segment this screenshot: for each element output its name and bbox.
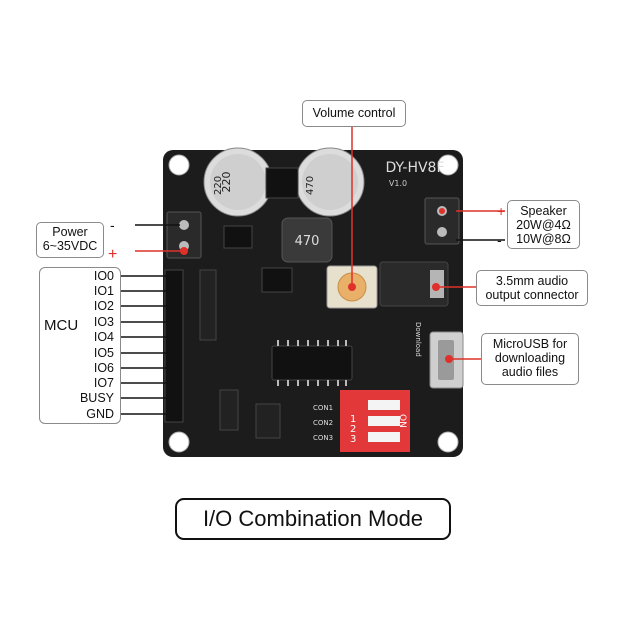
board-version: V1.0	[389, 179, 407, 188]
cap-left-value: 220	[213, 176, 224, 195]
capacitor-right	[295, 147, 365, 217]
mcu-label: MCU	[44, 317, 79, 334]
power-callout: Power 6~35VDC	[36, 222, 104, 258]
power-minus-sign: -	[110, 217, 115, 233]
pin-label-io4: IO4	[93, 330, 114, 344]
speaker-label-line2: 20W@4Ω	[516, 218, 571, 232]
audio-label-line2: output connector	[485, 288, 579, 302]
pin-label-busy: BUSY	[79, 391, 114, 405]
microusb-callout: MicroUSB for downloading audio files	[481, 333, 579, 385]
pin-label-io3: IO3	[93, 315, 114, 329]
main-ic	[271, 345, 353, 381]
download-label: Download	[414, 322, 422, 357]
pin-label-gnd: GND	[86, 407, 114, 421]
dip-number-3: 3	[350, 434, 356, 445]
usb-label-line3: audio files	[501, 365, 559, 379]
speaker-callout: Speaker 20W@4Ω 10W@8Ω	[507, 200, 580, 249]
usb-label-line1: MicroUSB for	[492, 337, 568, 351]
cap-left-text-1: 220	[220, 172, 233, 193]
board-model: DY-HV8F	[385, 160, 444, 176]
volume-control-label: Volume control	[312, 106, 396, 120]
speaker-minus-sign: -	[497, 232, 502, 248]
speaker-label-line3: 10W@8Ω	[516, 232, 571, 246]
audio-output-callout: 3.5mm audio output connector	[476, 270, 588, 306]
speaker-label-line1: Speaker	[520, 204, 567, 218]
capacitor-left: 220	[203, 147, 273, 217]
speaker-plus-sign: +	[497, 203, 505, 219]
dip-number-2: 2	[350, 424, 356, 435]
pin-label-io7: IO7	[93, 376, 114, 390]
power-plus-sign: +	[108, 246, 117, 263]
pin-label-io1: IO1	[93, 284, 114, 298]
audio-label-line1: 3.5mm audio	[495, 274, 569, 288]
mcu-box	[39, 267, 121, 424]
dip-number-1: 1	[350, 414, 356, 425]
mounting-hole-top-left	[168, 154, 190, 176]
pin-label-io5: IO5	[93, 346, 114, 360]
volume-control-callout: Volume control	[302, 100, 406, 127]
mounting-hole-top-right	[437, 154, 459, 176]
cap-right-value: 470	[305, 176, 316, 195]
con1-label: CON1	[313, 404, 333, 412]
mounting-hole-bottom-right	[437, 431, 459, 453]
mode-title-text: I/O Combination Mode	[202, 506, 424, 531]
pin-label-io2: IO2	[93, 299, 114, 313]
power-terminal	[166, 211, 202, 259]
inductor	[281, 217, 333, 263]
usb-label-line2: downloading	[494, 351, 566, 365]
mode-title: I/O Combination Mode	[175, 498, 451, 540]
pin-label-io0: IO0	[93, 269, 114, 283]
speaker-terminal	[424, 197, 460, 245]
mounting-hole-bottom-left	[168, 431, 190, 453]
power-label-line1: Power	[52, 225, 88, 239]
inductor-label: 470	[295, 234, 320, 249]
pin-label-io6: IO6	[93, 361, 114, 375]
con2-label: CON2	[313, 419, 333, 427]
dip-on-label: ON	[397, 414, 407, 428]
con3-label: CON3	[313, 434, 333, 442]
power-label-line2: 6~35VDC	[42, 239, 98, 253]
